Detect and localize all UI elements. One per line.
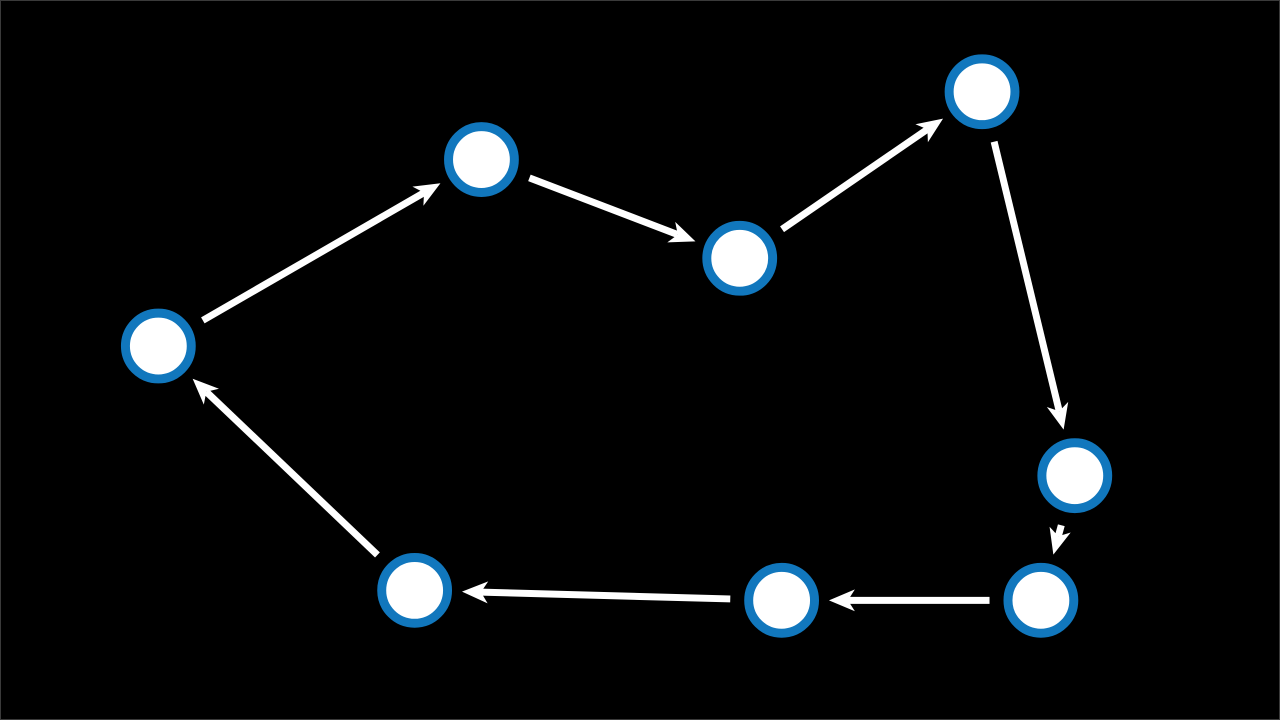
graph-edge-n6-to-n7 <box>828 589 990 612</box>
graph-node-n6 <box>1003 562 1079 638</box>
arrowhead-icon <box>1046 401 1069 430</box>
graph-node-n7 <box>744 562 820 638</box>
graph-node-n3 <box>702 220 778 296</box>
edge-shaft <box>203 389 380 558</box>
arrowhead-icon <box>461 581 489 604</box>
graph-node-n8 <box>377 552 453 628</box>
graph-edge-n5-to-n6 <box>1049 524 1071 555</box>
graph-edge-n4-to-n2 <box>201 183 441 324</box>
edge-shaft <box>528 174 680 238</box>
arrowhead-icon <box>915 118 944 143</box>
graph-node-n2 <box>444 122 519 197</box>
graph-edge-n1-to-n5 <box>990 140 1069 430</box>
edge-shaft <box>990 140 1063 413</box>
arrowhead-icon <box>828 589 855 612</box>
arrowhead-icon <box>192 378 219 405</box>
edge-shaft <box>480 588 731 603</box>
graph-node-n1 <box>944 54 1020 130</box>
arrowhead-icon <box>1049 526 1071 555</box>
graph-edge-n7-to-n8 <box>461 581 731 604</box>
arrowhead-icon <box>667 221 696 243</box>
edge-shaft <box>780 126 930 233</box>
edge-shaft <box>201 189 426 324</box>
graph-node-n4 <box>120 308 196 384</box>
edge-shaft <box>1054 524 1065 538</box>
graph-edge-n2-to-n3 <box>528 174 696 243</box>
graph-edge-n3-to-n1 <box>780 118 944 233</box>
graph-node-n5 <box>1037 438 1113 514</box>
arrowhead-icon <box>412 183 441 206</box>
graph-edge-n8-to-n4 <box>192 378 380 558</box>
